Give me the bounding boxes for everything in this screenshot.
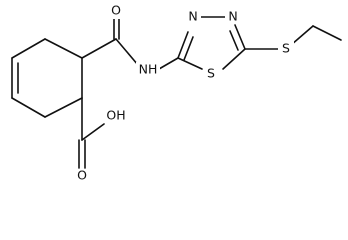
atom-label-carbonyl-oxygen: O [111, 3, 121, 18]
molecule-drawing: O NH N N S S OH O [11, 3, 342, 184]
atom-label-acid-oxygen: O [77, 168, 87, 183]
structure-canvas: O NH N N S S OH O [11, 2, 342, 184]
bond-thioether-ethyl [290, 25, 314, 46]
atom-label-ring-sulfur: S [207, 66, 215, 81]
bond-ring-to-amide-carbon [81, 38, 117, 59]
bond-amide-c-n [115, 38, 139, 66]
bond-thiadiazole-c2-n3 [177, 31, 189, 59]
atom-label-thiadiazole-n-right: N [228, 9, 237, 24]
atom-label-thiadiazole-n-left: N [188, 9, 197, 24]
bond-ring-a [44, 38, 83, 59]
bond-ethyl-cc [312, 25, 342, 41]
bond-thiadiazole-c2-n3-double [183, 36, 194, 61]
atom-label-amide-nh: NH [139, 62, 158, 77]
bond-thiadiazole-s1-c2 [177, 57, 203, 70]
bond-ring-b [11, 38, 46, 59]
bond-ring-e [44, 97, 83, 118]
bond-acid-oh [81, 123, 105, 141]
atom-label-hydroxyl: OH [106, 108, 125, 123]
atom-label-thioether-sulfur: S [282, 41, 290, 56]
bond-thiadiazole-n4-c5-double [229, 30, 239, 51]
bond-ring-d [11, 97, 46, 118]
bond-thiadiazole-c5-s1 [222, 48, 246, 70]
bond-thiadiazole-n4-c5 [234, 24, 246, 50]
bond-n-to-thiadiazole [158, 57, 179, 70]
